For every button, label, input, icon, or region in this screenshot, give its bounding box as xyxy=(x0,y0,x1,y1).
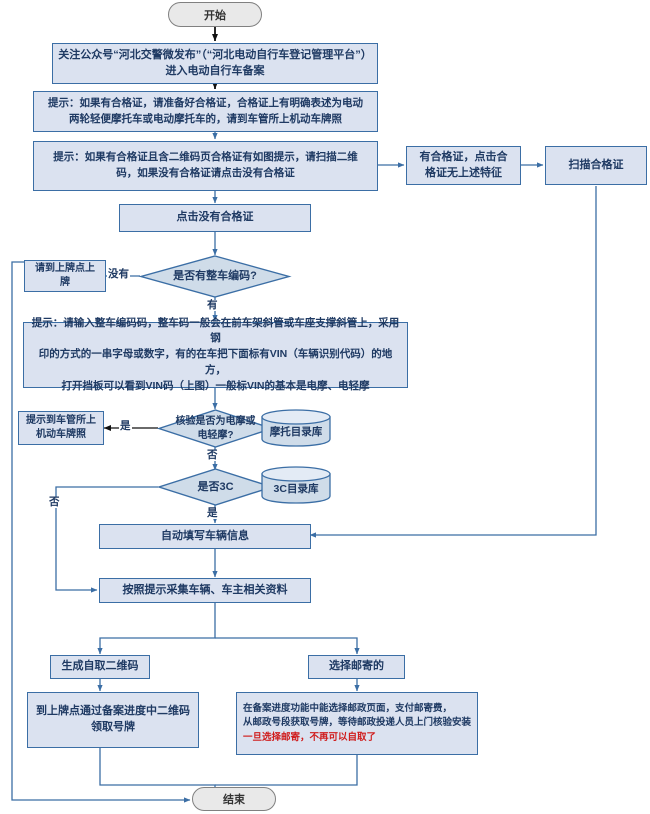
edge-label-emoto-no: 否 xyxy=(206,449,219,461)
terminator-start: 开始 xyxy=(168,2,262,27)
scan-certificate-label: 扫描合格证 xyxy=(568,158,624,171)
process-click-no-certificate: 点击没有合格证 xyxy=(119,204,311,232)
note-certificate-hint-line2: 两轮轻便摩托车或电动摩托车的，请到车管所上机动车牌照 xyxy=(69,112,342,125)
database-motorcycle-catalog-label: 摩托目录库 xyxy=(269,425,323,438)
note-qrcode-hint: 提示：如果有合格证且含二维码页合格证有如图提示，请扫描二维 码，如果没有合格证请… xyxy=(33,141,378,191)
decision-has-vehicle-code: 是否有整车编码? xyxy=(138,255,292,298)
mailing-line2: 从邮政号段获取号牌，等待邮政投递人员上门核验安装 xyxy=(243,717,472,729)
collect-info-label: 按照提示采集车辆、车主相关资料 xyxy=(122,583,288,596)
terminator-end-label: 结束 xyxy=(223,794,245,806)
note-vehicle-code-line1: 提示：请输入整车编码码，整车码一般会在前车架斜管或车座支撑斜管上，采用钢 xyxy=(31,316,400,345)
goto-plate-point-line1: 请到上牌点上 xyxy=(35,262,95,274)
choose-mailing-label: 选择邮寄的 xyxy=(329,660,384,673)
process-collect-vehicle-owner-info: 按照提示采集车辆、车主相关资料 xyxy=(99,578,311,603)
click-no-certificate-label: 点击没有合格证 xyxy=(176,211,254,224)
process-has-cert-no-features: 有合格证，点击合 格证无上述特征 xyxy=(406,146,521,185)
goto-vehicle-admin-line2: 机动车牌照 xyxy=(36,429,86,440)
database-3c-catalog-label: 3C目录库 xyxy=(273,482,319,495)
follow-account-label: 关注公众号“河北交警微发布”（“河北电动自行车登记管理平台”）进入电动自行车备案 xyxy=(58,48,372,77)
note-qrcode-hint-line2: 码，如果没有合格证请点击没有合格证 xyxy=(116,167,295,179)
note-vehicle-code-line2: 印的方式的一串字母或数字，有的在车把下面标有VIN（车辆识别代码）的地方， xyxy=(38,348,393,376)
note-certificate-hint: 提示：如果有合格证，请准备好合格证，合格证上有明确表述为电动 两轮轻便摩托车或电… xyxy=(33,91,378,132)
edge-label-has-vehicle-code: 有 xyxy=(206,299,219,311)
process-scan-certificate: 扫描合格证 xyxy=(545,146,647,185)
goto-vehicle-admin-line1: 提示到车管所上 xyxy=(26,414,96,426)
edge-label-3c-no: 否 xyxy=(48,496,61,508)
note-vehicle-code-line3: 打开挡板可以看到VIN码（上图）一般标VIN的基本是电摩、电轻摩 xyxy=(61,379,370,392)
decision-is-electric-motorcycle: 核验是否为电摩或 电轻摩? xyxy=(156,409,275,448)
decision-is-3c: 是否3C xyxy=(156,468,275,506)
process-goto-plate-point: 请到上牌点上 牌 xyxy=(24,260,106,292)
database-3c-catalog: 3C目录库 xyxy=(261,466,331,504)
pickup-line2: 领取号牌 xyxy=(91,721,135,733)
note-mailing-instructions: 在备案进度功能中能选择邮政页面，支付邮寄费， 从邮政号段获取号牌，等待邮政投递人… xyxy=(236,692,478,755)
process-choose-mailing: 选择邮寄的 xyxy=(308,655,405,679)
mailing-warning: 一旦选择邮寄，不再可以自取了 xyxy=(243,731,377,743)
edge-label-no-vehicle-code: 没有 xyxy=(107,268,130,280)
note-qrcode-hint-line1: 提示：如果有合格证且含二维码页合格证有如图提示，请扫描二维 xyxy=(53,151,358,164)
note-vehicle-code-hint: 提示：请输入整车编码码，整车码一般会在前车架斜管或车座支撑斜管上，采用钢 印的方… xyxy=(23,317,408,392)
process-auto-fill-vehicle-info: 自动填写车辆信息 xyxy=(99,524,311,549)
database-motorcycle-catalog: 摩托目录库 xyxy=(261,409,331,447)
process-generate-pickup-qrcode: 生成自取二维码 xyxy=(50,655,150,679)
edge-label-3c-yes: 是 xyxy=(206,507,219,519)
process-follow-official-account: 关注公众号“河北交警微发布”（“河北电动自行车登记管理平台”）进入电动自行车备案 xyxy=(52,43,378,84)
auto-fill-label: 自动填写车辆信息 xyxy=(161,529,249,542)
process-pickup-at-plate-point: 到上牌点通过备案进度中二维码 领取号牌 xyxy=(27,692,199,748)
generate-qrcode-label: 生成自取二维码 xyxy=(61,660,139,673)
edge-label-emoto-yes: 是 xyxy=(119,420,132,432)
mailing-line1: 在备案进度功能中能选择邮政页面，支付邮寄费， xyxy=(243,703,453,715)
goto-plate-point-line2: 牌 xyxy=(60,277,70,288)
pickup-line1: 到上牌点通过备案进度中二维码 xyxy=(36,705,190,718)
has-cert-label-line1: 有合格证，点击合 xyxy=(419,150,508,163)
terminator-start-label: 开始 xyxy=(204,9,226,22)
note-certificate-hint-line1: 提示：如果有合格证，请准备好合格证，合格证上有明确表述为电动 xyxy=(48,96,363,109)
terminator-end: 结束 xyxy=(192,787,276,811)
has-cert-label-line2: 格证无上述特征 xyxy=(425,166,502,179)
process-goto-vehicle-admin: 提示到车管所上 机动车牌照 xyxy=(18,411,104,445)
